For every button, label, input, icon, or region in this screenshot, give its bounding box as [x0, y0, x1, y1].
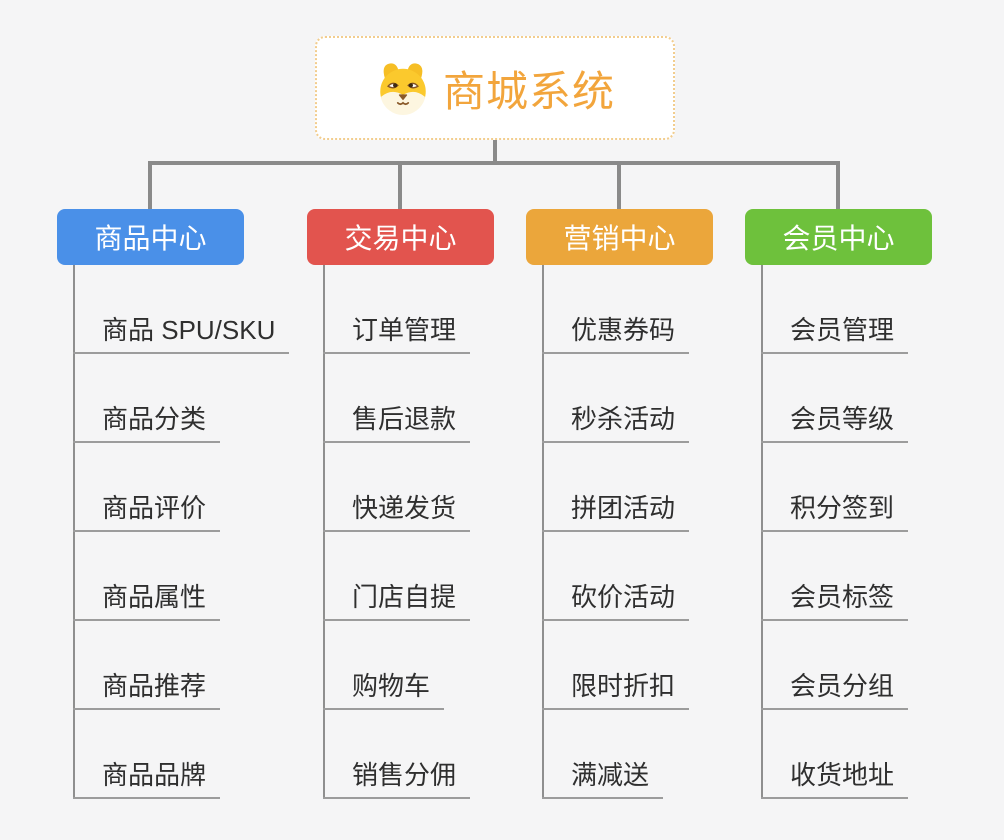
node-item-label: 商品分类	[73, 403, 221, 443]
node-item-label: 会员标签	[761, 581, 909, 621]
node-item-label: 商品推荐	[73, 670, 221, 710]
node-item-label: 秒杀活动	[542, 403, 690, 443]
connector-drop-marketing	[617, 161, 621, 209]
node-item-label: 限时折扣	[542, 670, 690, 710]
node-item-label: 满减送	[542, 759, 664, 799]
node-item[interactable]: 会员标签	[761, 581, 909, 621]
doge-icon	[375, 60, 431, 116]
node-item[interactable]: 秒杀活动	[542, 403, 690, 443]
node-item-label: 门店自提	[323, 581, 471, 621]
node-item[interactable]: 商品评价	[73, 492, 221, 532]
node-item-label: 商品属性	[73, 581, 221, 621]
node-item-label: 订单管理	[323, 314, 471, 354]
node-item-label: 会员分组	[761, 670, 909, 710]
node-item[interactable]: 商品品牌	[73, 759, 221, 799]
node-item-label: 销售分佣	[323, 759, 471, 799]
branch-trunk-marketing	[542, 265, 544, 799]
node-item[interactable]: 会员分组	[761, 670, 909, 710]
root-topic-label: 商城系统	[442, 67, 615, 115]
node-item[interactable]: 快递发货	[323, 492, 471, 532]
root-topic[interactable]: 商城系统	[315, 36, 675, 140]
node-item[interactable]: 会员管理	[761, 314, 909, 354]
node-item[interactable]: 购物车	[323, 670, 445, 710]
node-item-label: 会员等级	[761, 403, 909, 443]
node-item[interactable]: 砍价活动	[542, 581, 690, 621]
node-item[interactable]: 满减送	[542, 759, 664, 799]
node-item-label: 商品品牌	[73, 759, 221, 799]
node-item[interactable]: 商品属性	[73, 581, 221, 621]
node-item[interactable]: 拼团活动	[542, 492, 690, 532]
node-item-label: 砍价活动	[542, 581, 690, 621]
node-item[interactable]: 优惠券码	[542, 314, 690, 354]
branch-header-label: 商品中心	[94, 223, 207, 254]
node-item-label: 售后退款	[323, 403, 471, 443]
node-item[interactable]: 商品推荐	[73, 670, 221, 710]
branch-trunk-product	[73, 265, 75, 799]
branch-header-marketing-center[interactable]: 营销中心	[526, 209, 713, 265]
branch-header-label: 交易中心	[344, 223, 457, 254]
branch-header-product-center[interactable]: 商品中心	[57, 209, 244, 265]
node-item-label: 快递发货	[323, 492, 471, 532]
node-item[interactable]: 门店自提	[323, 581, 471, 621]
node-item[interactable]: 售后退款	[323, 403, 471, 443]
node-item-label: 商品 SPU/SKU	[73, 314, 290, 354]
node-item-label: 优惠券码	[542, 314, 690, 354]
node-item-label: 会员管理	[761, 314, 909, 354]
connector-drop-member	[836, 161, 840, 209]
connector-root-stub	[493, 140, 497, 163]
connector-drop-product	[148, 161, 152, 209]
branch-header-member-center[interactable]: 会员中心	[745, 209, 932, 265]
branch-trunk-member	[761, 265, 763, 799]
connector-horizontal	[148, 161, 840, 165]
node-item-label: 购物车	[323, 670, 445, 710]
node-item[interactable]: 会员等级	[761, 403, 909, 443]
node-item[interactable]: 商品 SPU/SKU	[73, 314, 290, 354]
node-item[interactable]: 订单管理	[323, 314, 471, 354]
branch-trunk-trade	[323, 265, 325, 799]
node-item[interactable]: 商品分类	[73, 403, 221, 443]
node-item[interactable]: 销售分佣	[323, 759, 471, 799]
connector-drop-trade	[398, 161, 402, 209]
branch-header-trade-center[interactable]: 交易中心	[307, 209, 494, 265]
node-item-label: 积分签到	[761, 492, 909, 532]
node-item-label: 商品评价	[73, 492, 221, 532]
branch-header-label: 营销中心	[563, 223, 676, 254]
node-item-label: 收货地址	[761, 759, 909, 799]
node-item-label: 拼团活动	[542, 492, 690, 532]
branch-header-label: 会员中心	[782, 223, 895, 254]
node-item[interactable]: 积分签到	[761, 492, 909, 532]
node-item[interactable]: 收货地址	[761, 759, 909, 799]
node-item[interactable]: 限时折扣	[542, 670, 690, 710]
